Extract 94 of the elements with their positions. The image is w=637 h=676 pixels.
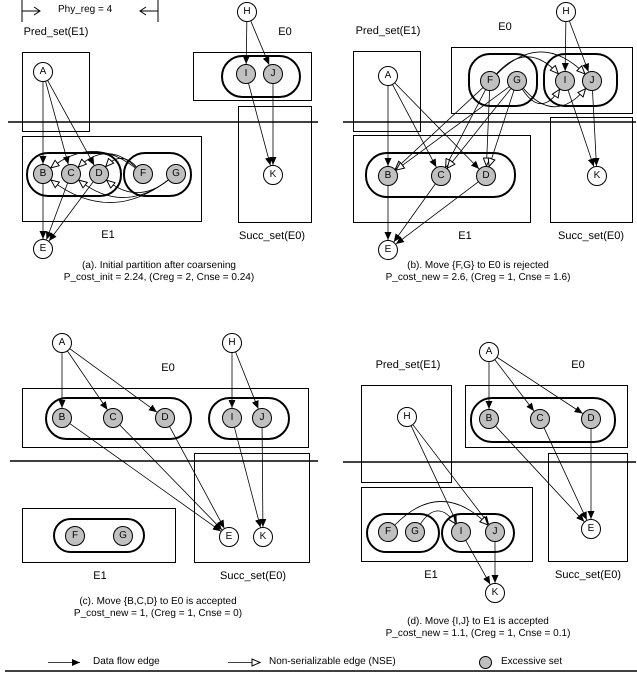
data-flow-arrow (250, 20, 270, 66)
group-outline (543, 53, 618, 107)
set-label: Pred_set(E1) (376, 359, 440, 372)
set-label: E1 (458, 230, 472, 243)
nse-arrow (488, 90, 514, 167)
set-label: Succ_set(E0) (558, 230, 624, 243)
set-label: E1 (93, 570, 107, 583)
data-flow-arrow (40, 184, 46, 240)
caption-line: P_cost_new = 2.6, (Creg = 1, Cnse = 1.6) (386, 272, 570, 284)
set-label: Succ_set(E0) (554, 569, 622, 582)
data-flow-arrow (410, 426, 458, 524)
nse-arrow (50, 151, 136, 168)
group-outline (26, 152, 122, 197)
data-flow-arrow (384, 186, 392, 240)
dimension-label: Phy_reg = 4 (58, 4, 112, 16)
set-label: E0 (161, 362, 175, 375)
data-flow-arrow (568, 90, 595, 167)
legend-text: Data flow edge (93, 656, 160, 668)
data-flow-arrow (228, 352, 236, 408)
data-flow-arrow (58, 352, 66, 408)
data-flow-arrow (569, 20, 589, 72)
data-flow-arrow (495, 426, 585, 522)
data-flow-arrow (48, 182, 94, 242)
caption-line: (b). Move {F,G} to E0 is rejected (407, 260, 549, 272)
data-flow-arrow (494, 360, 534, 412)
caption-line: P_cost_new = 1, (Creg = 1, Cnse = 0) (74, 608, 242, 620)
data-flow-arrow (46, 182, 68, 240)
data-flow-arrow (465, 540, 491, 585)
data-flow-arrow (496, 357, 584, 414)
nse-arrow (78, 180, 168, 198)
nse-arrow (420, 510, 456, 524)
nse-arrow (394, 501, 488, 526)
data-flow-arrow (562, 22, 569, 72)
set-label: Succ_set(E0) (220, 570, 286, 583)
data-flow-arrow (70, 423, 222, 532)
set-label: Pred_set(E1) (356, 25, 420, 38)
data-flow-arrow (169, 426, 225, 529)
group-outline (123, 152, 192, 197)
data-flow-arrow (120, 424, 222, 530)
data-flow-arrow (242, 22, 250, 64)
nse-arrow (105, 158, 137, 168)
data-flow-arrow (259, 428, 266, 528)
data-flow-arrow (270, 84, 276, 166)
group-outline (221, 55, 301, 98)
nse-arrow (445, 89, 486, 168)
nse-arrow (496, 56, 559, 74)
caption-line: (a). Initial partition after coarsening (82, 260, 236, 272)
set-label: E0 (278, 26, 292, 39)
group-outline (468, 53, 538, 107)
data-flow-arrow (486, 362, 492, 410)
group-outline (365, 152, 516, 198)
data-flow-arrow (412, 424, 490, 524)
data-flow-arrow (384, 86, 392, 166)
data-flow-arrow (248, 83, 272, 166)
group-outline (45, 397, 192, 440)
group-outline (208, 397, 290, 440)
caption-line: P_cost_new = 1.1, (Creg = 1, Cnse = 0.1) (386, 628, 570, 640)
data-flow-arrow (47, 80, 95, 166)
set-label: Pred_set(E1) (24, 26, 88, 39)
data-flow-arrow (544, 428, 588, 520)
data-flow-arrow (45, 81, 70, 165)
nse-arrow (78, 153, 136, 168)
set-label: E0 (571, 359, 585, 372)
group-outline (441, 513, 515, 553)
data-flow-arrow (396, 182, 478, 244)
legend-text: Non-serializable edge (NSE) (269, 656, 396, 668)
set-label: E1 (101, 229, 115, 242)
data-flow-arrow (70, 348, 158, 413)
nse-arrow (396, 86, 510, 171)
data-flow-arrow (492, 542, 498, 584)
set-label: E1 (424, 569, 438, 582)
nse-arrow (106, 180, 169, 194)
data-flow-arrow (40, 82, 46, 164)
nse-arrow (523, 88, 586, 108)
data-flow-arrow (588, 428, 594, 520)
caption-line: (d). Move {I,J} to E1 is accepted (407, 616, 549, 628)
nse-arrow (496, 52, 586, 74)
nse-arrow (522, 88, 560, 104)
caption-line: (c). Move {B,C,D} to E0 is accepted (79, 596, 237, 608)
set-label: E0 (498, 21, 512, 34)
data-flow-arrow (234, 427, 262, 528)
set-label: Succ_set(E0) (238, 230, 306, 243)
data-flow-arrow (592, 90, 600, 166)
nse-arrow (482, 90, 491, 166)
data-flow-arrow (393, 184, 436, 242)
data-flow-arrow (392, 84, 437, 168)
group-outline (53, 518, 145, 553)
group-outline (470, 397, 616, 443)
nse-arrow (446, 88, 512, 169)
caption-line: P_cost_init = 2.24, (Creg = 2, Cnse = 0.24) (64, 272, 254, 284)
data-flow-arrow (235, 352, 259, 410)
data-flow-arrow (67, 350, 108, 410)
group-outline (366, 513, 440, 553)
legend-text: Excessive set (501, 656, 562, 668)
